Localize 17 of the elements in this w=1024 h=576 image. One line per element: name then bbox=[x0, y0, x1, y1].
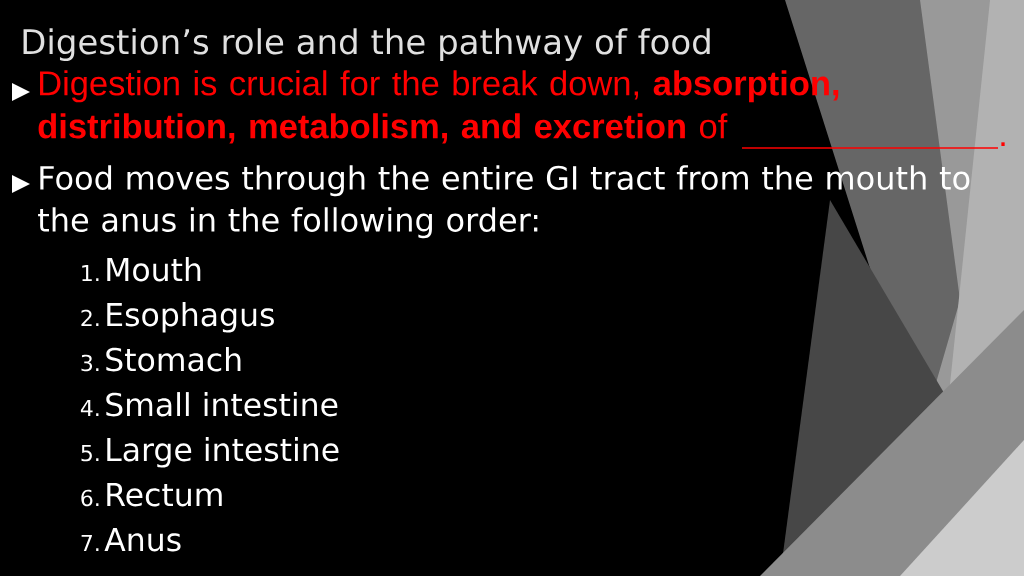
list-number: 3. bbox=[81, 354, 99, 372]
list-item: Stomach bbox=[106, 347, 241, 372]
bullet-text: Digestion is crucial for the break down, absorption, distribution, metabolism, and excretion of bbox=[38, 70, 839, 144]
list-item: Rectum bbox=[107, 483, 222, 507]
list-item: Large intestine bbox=[107, 437, 339, 468]
list-number: 1. bbox=[82, 264, 99, 281]
slide-title: Digestion’s role and the pathway of food bbox=[23, 28, 710, 62]
list-item: Esophagus bbox=[107, 302, 274, 333]
list-item: Mouth bbox=[107, 257, 201, 282]
list-number: 6. bbox=[81, 489, 99, 507]
period: . bbox=[1001, 142, 1005, 146]
list-item: Anus bbox=[104, 528, 181, 552]
list-number: 7. bbox=[81, 534, 99, 551]
list-number: 2. bbox=[81, 309, 99, 326]
list-number: 4. bbox=[80, 399, 99, 416]
list-item: Small intestine bbox=[106, 392, 338, 417]
list-number: 5. bbox=[81, 444, 99, 462]
